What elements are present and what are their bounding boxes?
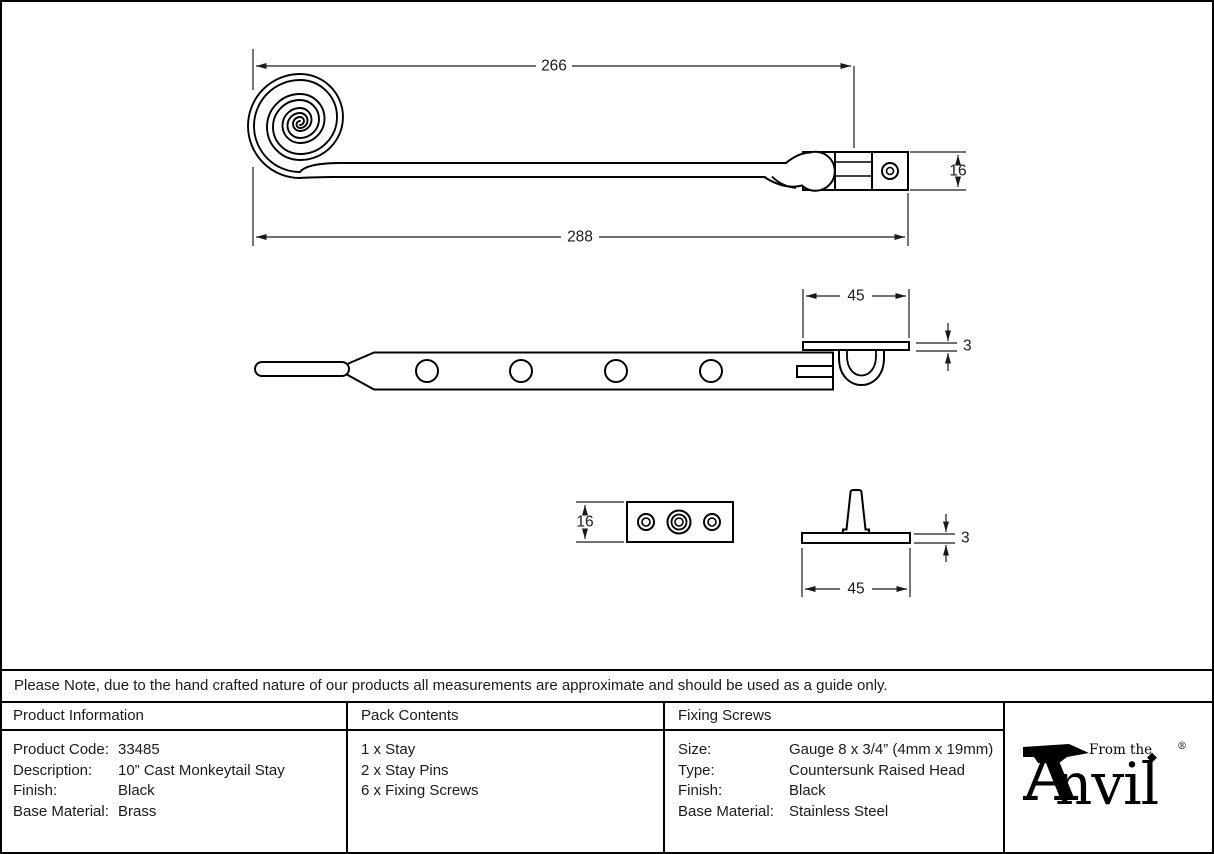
- screw-hole: [604, 359, 628, 383]
- dim-16-keep-label: 16: [949, 163, 966, 180]
- list-item: 2 x Stay Pins: [361, 761, 449, 779]
- product-information-header: Product Information: [0, 703, 346, 731]
- handle-rod: [254, 361, 350, 377]
- dim-3-pin-label: 3: [961, 530, 970, 547]
- fixing-screws-body: Size: Gauge 8 x 3/4” (4mm x 19mm) Type: …: [665, 731, 1003, 822]
- dimension-45-keep: [802, 289, 910, 338]
- fixing-screws-header: Fixing Screws: [665, 703, 1003, 731]
- screw-hole: [699, 359, 723, 383]
- measurement-note-text: Please Note, due to the hand crafted nat…: [14, 677, 888, 694]
- table-row: Finish: Black: [678, 781, 1003, 802]
- pack-contents-body: 1 x Stay 2 x Stay Pins 6 x Fixing Screws: [348, 731, 663, 802]
- row-value: 10” Cast Monkeytail Stay: [118, 761, 285, 779]
- keep-plate-face: [626, 501, 734, 543]
- row-label: Finish:: [678, 782, 723, 799]
- row-label: Type:: [678, 761, 715, 779]
- pin-plate-side: [802, 341, 910, 351]
- dim-45-pin-label: 45: [847, 581, 864, 598]
- pin-hook-inner: [846, 350, 877, 377]
- measurement-note: Please Note, due to the hand crafted nat…: [0, 669, 1214, 703]
- row-label: Size:: [678, 741, 712, 758]
- logo-name-tail: nvil: [1055, 750, 1159, 818]
- dimension-266: [252, 49, 855, 148]
- list-item: 6 x Fixing Screws: [361, 782, 479, 799]
- row-label: Finish:: [13, 782, 58, 799]
- product-information-body: Product Code: 33485 Description: 10” Cas…: [0, 731, 346, 822]
- dimension-3-keep: [916, 323, 957, 371]
- pin-cone: [842, 489, 870, 534]
- brand-logo-cell: A nvil From the ◆ ®: [1003, 703, 1214, 854]
- dimension-3-pin: [914, 514, 955, 562]
- pack-contents-header: Pack Contents: [348, 703, 663, 731]
- diamond-icon: ◆: [1147, 749, 1157, 764]
- row-label: Description:: [13, 761, 93, 779]
- logo-prefix: From the: [1089, 742, 1153, 758]
- table-row: Description: 10” Cast Monkeytail Stay: [13, 761, 346, 782]
- table-row: Base Material: Stainless Steel: [678, 802, 1003, 823]
- row-label: Base Material:: [13, 802, 109, 820]
- dim-16-plate-label: 16: [576, 514, 593, 531]
- row-value: Black: [789, 782, 826, 799]
- row-value: Gauge 8 x 3/4” (4mm x 19mm): [789, 741, 994, 758]
- stay-arm-end: [764, 150, 836, 192]
- product-information-column: Product Information Product Code: 33485 …: [0, 703, 346, 854]
- table-row: Size: Gauge 8 x 3/4” (4mm x 19mm): [678, 740, 1003, 761]
- pack-contents-column: Pack Contents 1 x Stay 2 x Stay Pins 6 x…: [346, 703, 663, 854]
- fixing-screws-column: Fixing Screws Size: Gauge 8 x 3/4” (4mm …: [663, 703, 1003, 854]
- dim-3-keep-label: 3: [963, 338, 972, 355]
- dimension-16-plate: [576, 501, 624, 543]
- table-row: Product Code: 33485: [13, 740, 346, 761]
- pin-hook-outer: [838, 350, 885, 386]
- table-row: Type: Countersunk Raised Head: [678, 761, 1003, 782]
- screw-hole: [509, 359, 533, 383]
- registered-trademark-icon: ®: [1177, 741, 1187, 752]
- table-row: Base Material: Brass: [13, 802, 346, 823]
- row-value: Brass: [118, 802, 157, 820]
- stay-bar-plan: [254, 341, 910, 391]
- row-value: Black: [118, 782, 155, 799]
- dimension-288: [252, 167, 909, 246]
- table-row: Finish: Black: [13, 781, 346, 802]
- pin-slot: [796, 365, 834, 378]
- row-label: Base Material:: [678, 802, 774, 820]
- row-value: Stainless Steel: [789, 802, 889, 820]
- dimension-45-pin: [801, 548, 911, 597]
- row-value: Countersunk Raised Head: [789, 761, 965, 779]
- anvil-silhouette: [1023, 744, 1089, 763]
- row-value: 33485: [118, 741, 160, 758]
- spec-table: Product Information Product Code: 33485 …: [0, 703, 1214, 854]
- monkeytail-spiral: [247, 73, 787, 179]
- stay-pin-side: [801, 489, 911, 544]
- row-label: Product Code:: [13, 741, 109, 758]
- dim-266-label: 266: [541, 58, 567, 75]
- dimension-16-keep: [910, 151, 966, 191]
- dim-45-keep-label: 45: [847, 288, 864, 305]
- screw-hole: [415, 359, 439, 383]
- dim-288-label: 288: [567, 229, 593, 246]
- list-item: 1 x Stay: [361, 741, 416, 758]
- anvil-logo-icon: A: [1023, 744, 1089, 804]
